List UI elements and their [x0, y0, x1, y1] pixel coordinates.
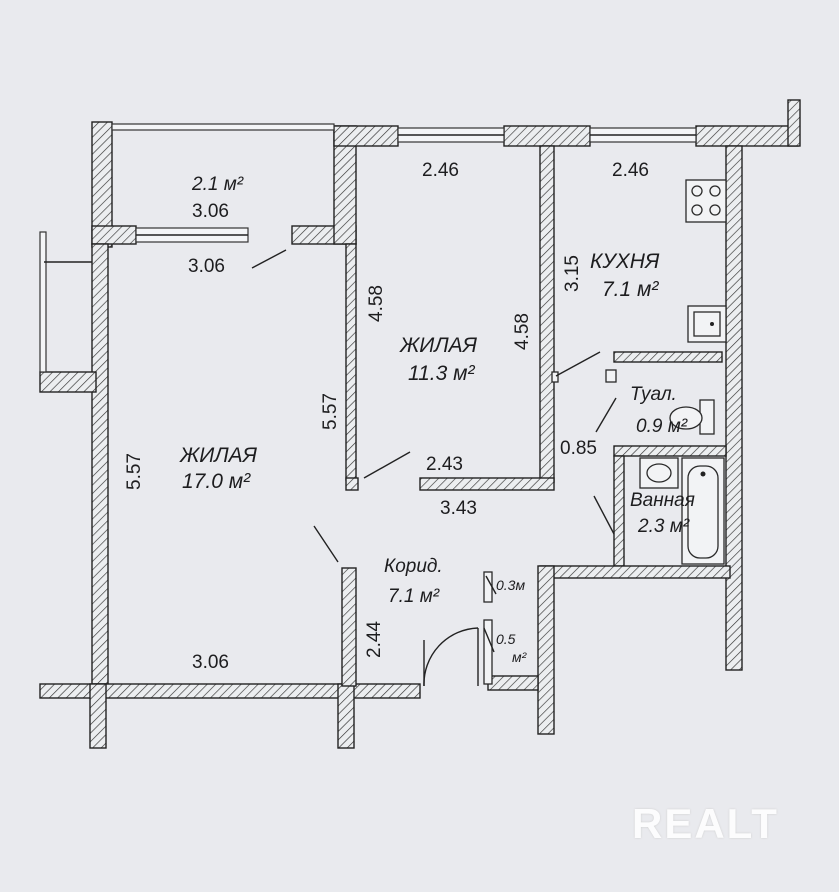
- living-small-dim-inner: 2.43: [426, 454, 463, 475]
- balcony-dim-bottom: 3.06: [188, 256, 225, 277]
- washbasin-icon: [639, 457, 679, 489]
- balcony-area: 2.1 м²: [191, 174, 244, 195]
- wall-top-2: [503, 125, 591, 147]
- wall-small-bottom: [419, 477, 555, 491]
- kitchen-name: КУХНЯ: [590, 250, 660, 273]
- realt-watermark-logo: REALT: [632, 800, 779, 847]
- closet-door-2: [483, 619, 493, 685]
- living-big-dim-bottom: 3.06: [192, 652, 229, 673]
- kitchen-sink-icon: [687, 305, 727, 343]
- entry-door-icon: [423, 627, 479, 687]
- wall-toilet-top: [613, 351, 723, 363]
- walls: [39, 99, 801, 749]
- fixtures: [251, 179, 727, 687]
- bathroom-name: Ванная: [630, 490, 695, 511]
- living-small-dim-top: 2.46: [422, 160, 459, 181]
- wall-balcony-stub-left: [91, 225, 137, 245]
- living-big-area: 17.0 м²: [182, 470, 251, 493]
- living-big-dim-left: 5.57: [124, 453, 145, 490]
- wall-right: [725, 145, 743, 671]
- wall-bath-left: [613, 455, 625, 567]
- stove-icon: [685, 179, 727, 223]
- toilet-icon: [669, 399, 715, 435]
- bathtub-icon: [681, 457, 725, 565]
- toilet-dim-left: 0.85: [560, 438, 597, 459]
- wall-top-3: [695, 125, 799, 147]
- wall-bottom-left: [39, 683, 421, 699]
- wall-right-top-stub: [787, 99, 801, 147]
- wall-corridor-stub: [341, 567, 357, 687]
- kitchen-dim-top: 2.46: [612, 160, 649, 181]
- living-small-area: 11.3 м²: [408, 362, 476, 385]
- labels: 2.1 м² 3.06 3.06 ЖИЛАЯ 17.0 м² 5.57 5.57…: [124, 160, 695, 673]
- wall-stair-left: [537, 565, 555, 735]
- corridor-dim-left: 2.44: [364, 621, 385, 658]
- wall-left-jog: [39, 371, 97, 393]
- wall-partition-2: [539, 145, 555, 483]
- living-big-dim-right: 5.57: [320, 393, 341, 430]
- toilet-name: Туал.: [630, 384, 677, 405]
- window-left-bay: [39, 231, 47, 373]
- wall-left: [91, 243, 109, 685]
- wall-wet-bottom: [539, 565, 731, 579]
- toilet-area: 0.9 м²: [636, 416, 688, 437]
- wall-toilet-bottom: [613, 445, 727, 457]
- wall-partition-1: [345, 243, 357, 481]
- kitchen-area: 7.1 м²: [602, 278, 659, 301]
- wall-top-1: [333, 125, 399, 147]
- living-small-dim-left: 4.58: [366, 285, 387, 322]
- bathroom-area: 2.3 м²: [637, 516, 690, 537]
- kitchen-dim-left: 3.15: [562, 255, 583, 292]
- closet-2-area: 0.5: [496, 631, 516, 647]
- closet-door-1: [483, 571, 493, 603]
- closet-2-unit: м²: [512, 649, 528, 665]
- wall-bottom-stub-2: [337, 683, 355, 749]
- living-small-dim-right: 4.58: [512, 313, 533, 350]
- living-big-name: ЖИЛАЯ: [179, 444, 258, 467]
- wall-partition-1-end: [345, 477, 359, 491]
- closet-1-area: 0.3м: [496, 577, 525, 593]
- corridor-area: 7.1 м²: [388, 586, 440, 607]
- balcony-dim-top: 3.06: [192, 201, 229, 222]
- window-balcony: [111, 123, 335, 131]
- wall-bottom-stub-1: [89, 683, 107, 749]
- living-small-dim-outer: 3.43: [440, 498, 477, 519]
- wall-entry: [487, 675, 539, 691]
- windows: [39, 123, 697, 373]
- corridor-name: Корид.: [384, 556, 443, 577]
- living-small-name: ЖИЛАЯ: [399, 334, 478, 357]
